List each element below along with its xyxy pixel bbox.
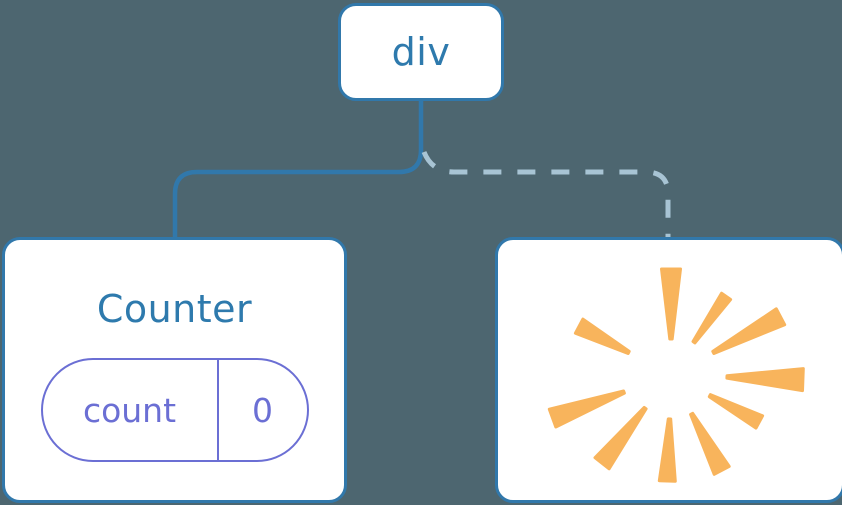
sparkle-ray-10 [573,317,631,355]
node-div[interactable]: div [338,3,504,101]
edge-div-to-sparkle [421,150,671,237]
counter-prop-pill[interactable]: count 0 [40,358,309,462]
sparkle-ray-2 [691,291,733,345]
sparkle-ray-9 [547,389,626,429]
counter-prop-value: 0 [216,360,307,460]
node-sparkle[interactable] [495,237,842,503]
node-counter-title: Counter [96,287,253,331]
sparkle-ray-4 [725,367,805,393]
sparkle-burst-icon [547,267,805,483]
edge-div-to-counter [172,98,424,240]
counter-prop-key: count [82,390,177,430]
sparkle-ray-5 [707,393,765,430]
sparkle-ray-8 [593,405,648,471]
sparkle-ray-1 [660,267,682,341]
sparkle-ray-6 [689,411,731,476]
node-counter[interactable]: Counter count 0 [2,237,347,503]
sparkle-ray-3 [711,307,787,355]
sparkle-ray-7 [657,417,677,483]
node-div-title: div [391,30,451,74]
